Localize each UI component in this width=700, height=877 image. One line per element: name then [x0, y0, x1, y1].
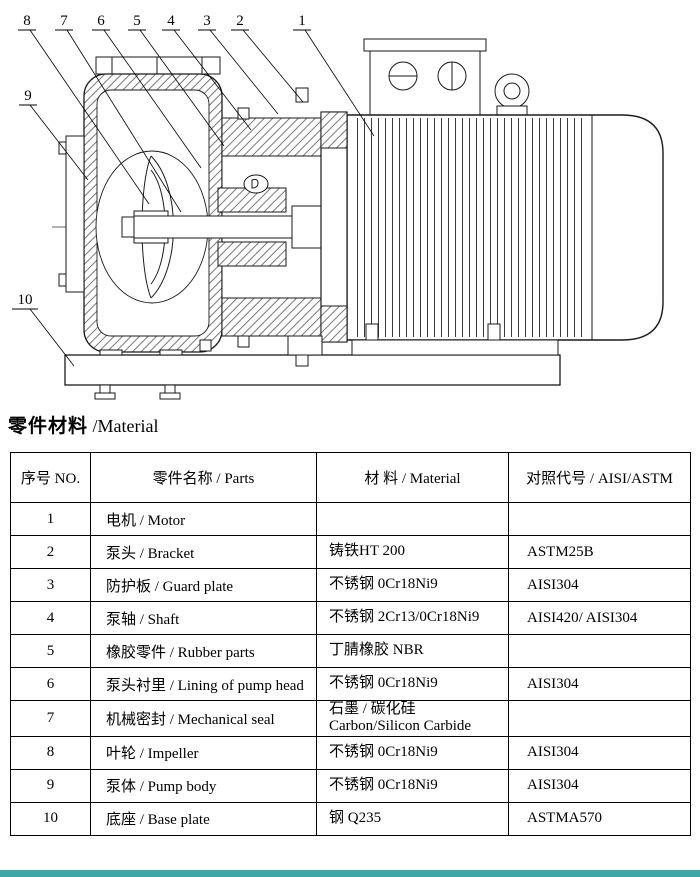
pump-assembly-drawing: 8 7 6 5 [0, 0, 700, 415]
callout-6-label: 6 [97, 13, 105, 29]
callout-3-label: 3 [203, 13, 211, 29]
table-row: 8 叶轮 / Impeller 不锈钢 0Cr18Ni9 AISI304 [10, 735, 691, 770]
discharge-flange [95, 56, 221, 75]
cell-no: 9 [10, 768, 91, 803]
cell-no: 10 [10, 801, 91, 836]
cell-part: 防护板 / Guard plate [90, 568, 317, 602]
table-header-row: 序号 NO. 零件名称 / Parts 材 料 / Material 对照代号 … [10, 452, 691, 503]
callout-3: 3 [198, 13, 279, 115]
table-row: 10 底座 / Base plate 钢 Q235 ASTMA570 [10, 801, 691, 836]
callout-8: 8 [18, 13, 150, 205]
cell-material: 不锈钢 2Cr13/0Cr18Ni9 [316, 601, 509, 635]
section-title-zh: 零件材料 [8, 416, 89, 437]
callout-1-label: 1 [298, 13, 306, 29]
table-row: 5 橡胶零件 / Rubber parts 丁腈橡胶 NBR [10, 634, 691, 668]
cell-no: 5 [10, 634, 91, 668]
cell-material: 不锈钢 0Cr18Ni9 [316, 568, 509, 602]
table-row: 4 泵轴 / Shaft 不锈钢 2Cr13/0Cr18Ni9 AISI420/… [10, 601, 691, 635]
cell-code: AISI420/ AISI304 [508, 601, 691, 635]
motor-feet [351, 323, 559, 356]
pump-drawing-svg: 8 7 6 5 [12, 13, 664, 400]
cell-no: 1 [10, 502, 91, 536]
bracket-and-seal [133, 87, 348, 367]
callout-4: 4 [162, 13, 252, 131]
section-title-en: /Material [88, 416, 159, 436]
cell-part: 机械密封 / Mechanical seal [90, 700, 317, 737]
callout-10-label: 10 [18, 292, 33, 308]
brand-mark [243, 174, 269, 194]
cell-no: 3 [10, 568, 91, 602]
callout-6: 6 [92, 13, 202, 169]
table-row: 2 泵头 / Bracket 铸铁HT 200 ASTM25B [10, 535, 691, 569]
table-row: 6 泵头衬里 / Lining of pump head 不锈钢 0Cr18Ni… [10, 667, 691, 701]
cell-code: AISI304 [508, 568, 691, 602]
callout-7: 7 [55, 13, 182, 213]
cell-material: 不锈钢 0Cr18Ni9 [316, 768, 509, 803]
callout-9-label: 9 [24, 88, 32, 104]
table-row: 7 机械密封 / Mechanical seal 石墨 / 碳化硅 Carbon… [10, 700, 691, 737]
material-table: 序号 NO. 零件名称 / Parts 材 料 / Material 对照代号 … [10, 452, 691, 836]
cell-code [508, 634, 691, 668]
cell-material: 铸铁HT 200 [316, 535, 509, 569]
cell-part: 泵头 / Bracket [90, 535, 317, 569]
pump-body [58, 56, 223, 356]
cell-no: 6 [10, 667, 91, 701]
cell-code: AISI304 [508, 667, 691, 701]
cell-part: 叶轮 / Impeller [90, 735, 317, 770]
cell-no: 7 [10, 700, 91, 737]
cell-material: 不锈钢 0Cr18Ni9 [316, 667, 509, 701]
header-material: 材 料 / Material [316, 452, 509, 503]
cell-code: ASTM25B [508, 535, 691, 569]
cell-material [316, 502, 509, 536]
terminal-box [363, 38, 487, 117]
callout-4-label: 4 [167, 13, 175, 29]
section-title: 零件材料 /Material [8, 416, 159, 439]
cell-material: 丁腈橡胶 NBR [316, 634, 509, 668]
cell-no: 8 [10, 735, 91, 770]
callout-5: 5 [128, 13, 225, 147]
cell-no: 4 [10, 601, 91, 635]
callout-10: 10 [12, 292, 75, 367]
cell-code [508, 700, 691, 737]
callout-7-label: 7 [60, 13, 68, 29]
callouts: 8 7 6 5 [12, 13, 375, 367]
motor [346, 38, 664, 356]
suction-flange [58, 135, 85, 293]
header-code: 对照代号 / AISI/ASTM [508, 452, 691, 503]
table-row: 1 电机 / Motor [10, 502, 691, 536]
cell-material: 石墨 / 碳化硅 Carbon/Silicon Carbide [316, 700, 509, 737]
cell-part: 泵头衬里 / Lining of pump head [90, 667, 317, 701]
cell-part: 电机 / Motor [90, 502, 317, 536]
base-plate [64, 354, 561, 400]
callout-1: 1 [293, 13, 375, 137]
callout-5-label: 5 [133, 13, 141, 29]
cell-material: 不锈钢 0Cr18Ni9 [316, 735, 509, 770]
callout-2-label: 2 [236, 13, 244, 29]
table-row: 3 防护板 / Guard plate 不锈钢 0Cr18Ni9 AISI304 [10, 568, 691, 602]
table-row: 9 泵体 / Pump body 不锈钢 0Cr18Ni9 AISI304 [10, 768, 691, 803]
eye-bolt [494, 73, 530, 116]
cell-code: AISI304 [508, 735, 691, 770]
callout-2: 2 [231, 13, 304, 103]
cell-code [508, 502, 691, 536]
cell-no: 2 [10, 535, 91, 569]
callout-9: 9 [19, 88, 89, 181]
header-parts: 零件名称 / Parts [90, 452, 317, 503]
callout-8-label: 8 [23, 13, 31, 29]
motor-fins [354, 118, 588, 337]
header-no: 序号 NO. [10, 452, 91, 503]
cell-material: 钢 Q235 [316, 801, 509, 836]
mechanical-seal-lower [217, 241, 287, 267]
cell-part: 橡胶零件 / Rubber parts [90, 634, 317, 668]
cell-code: ASTMA570 [508, 801, 691, 836]
bottom-accent-bar [0, 870, 700, 877]
cell-part: 泵轴 / Shaft [90, 601, 317, 635]
cell-code: AISI304 [508, 768, 691, 803]
cell-part: 泵体 / Pump body [90, 768, 317, 803]
cell-part: 底座 / Base plate [90, 801, 317, 836]
